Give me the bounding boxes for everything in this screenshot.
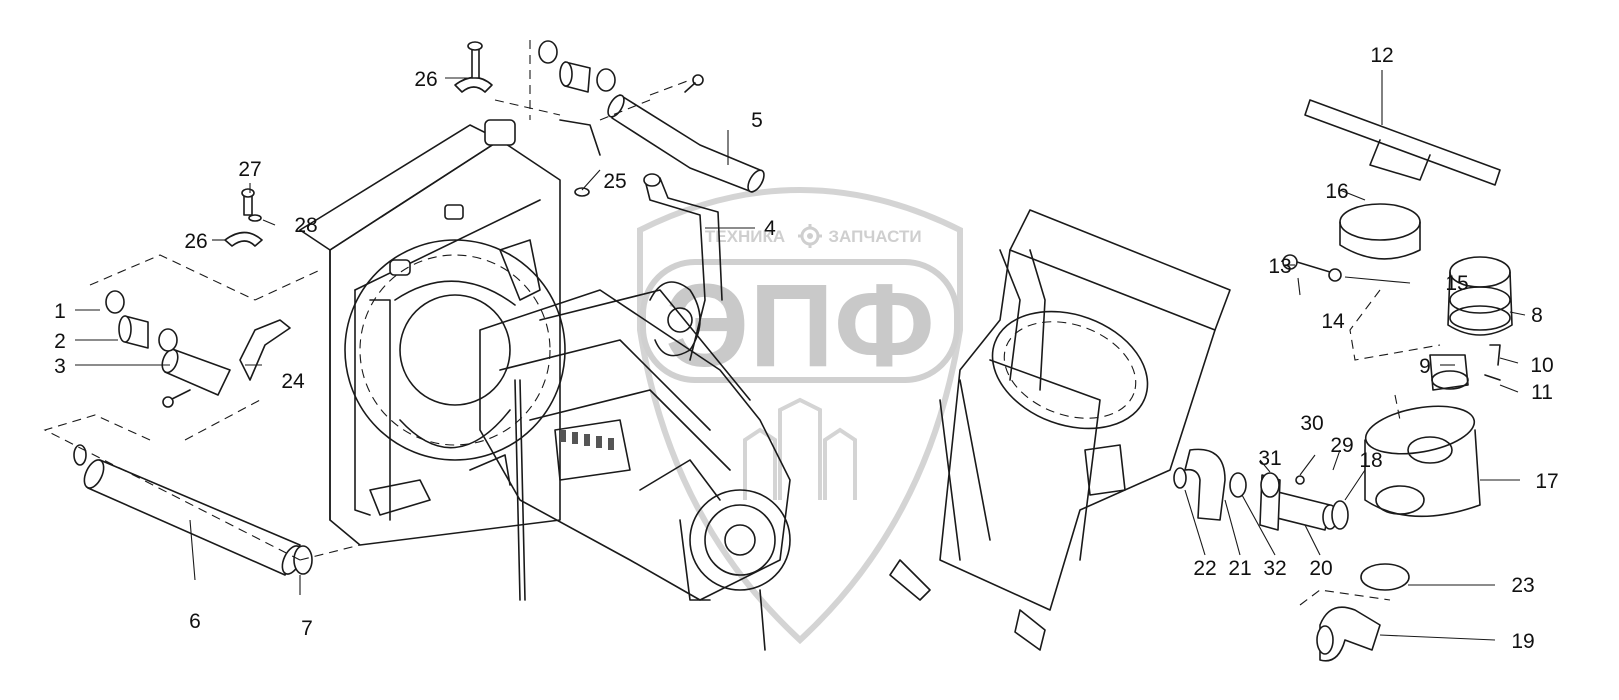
callout-9: 9 (1419, 355, 1431, 378)
callout-11: 11 (1531, 381, 1553, 404)
callout-23: 23 (1511, 574, 1534, 597)
watermark-right-word: ЗАПЧАСТИ (828, 227, 921, 246)
engine-assembly (469, 239, 791, 651)
callout-21: 21 (1228, 557, 1251, 580)
callout-25: 25 (603, 170, 626, 193)
callout-32: 32 (1263, 557, 1286, 580)
callout-31: 31 (1258, 447, 1281, 470)
callout-26a: 26 (184, 230, 207, 253)
callout-24: 24 (281, 370, 305, 393)
callout-1: 1 (54, 300, 66, 323)
callout-4: 4 (764, 217, 776, 240)
callout-5: 5 (751, 109, 763, 132)
callout-28: 28 (294, 214, 317, 237)
callout-8: 8 (1531, 304, 1543, 327)
callout-14: 14 (1321, 310, 1345, 333)
callout-27: 27 (238, 158, 261, 181)
callout-29: 29 (1330, 434, 1353, 457)
callout-16: 16 (1325, 180, 1348, 203)
callouts: 1 2 3 4 5 6 7 8 9 10 11 12 13 14 15 16 1… (54, 44, 1559, 653)
leader-lines (75, 70, 1526, 641)
callout-19: 19 (1511, 630, 1534, 653)
watermark-logo-frame (640, 259, 960, 383)
callout-30: 30 (1300, 412, 1323, 435)
watermark-left-word: ТЕХНИКА (705, 227, 785, 246)
callout-15: 15 (1445, 272, 1468, 295)
callout-13: 13 (1268, 255, 1291, 278)
callout-18: 18 (1359, 449, 1382, 472)
callout-20: 20 (1309, 557, 1332, 580)
gear-icon (798, 224, 822, 248)
radiator-assembly (73, 40, 765, 576)
callout-6: 6 (189, 610, 201, 633)
watermark-shield (637, 187, 963, 645)
callout-7: 7 (301, 617, 313, 640)
watermark-logo: ЭПФ (665, 260, 934, 392)
callout-10: 10 (1530, 354, 1553, 377)
air-cleaner-assembly (889, 99, 1513, 662)
callout-17: 17 (1535, 470, 1558, 493)
watermark: ЭПФ ТЕХНИКА ЗАПЧАСТИ (637, 187, 963, 645)
watermark-buildings (743, 397, 857, 500)
callout-22: 22 (1193, 557, 1216, 580)
callout-2: 2 (54, 330, 66, 353)
callout-12: 12 (1370, 44, 1393, 67)
callout-26b: 26 (414, 68, 437, 91)
callout-3: 3 (54, 355, 66, 378)
connection-lines (43, 40, 691, 561)
